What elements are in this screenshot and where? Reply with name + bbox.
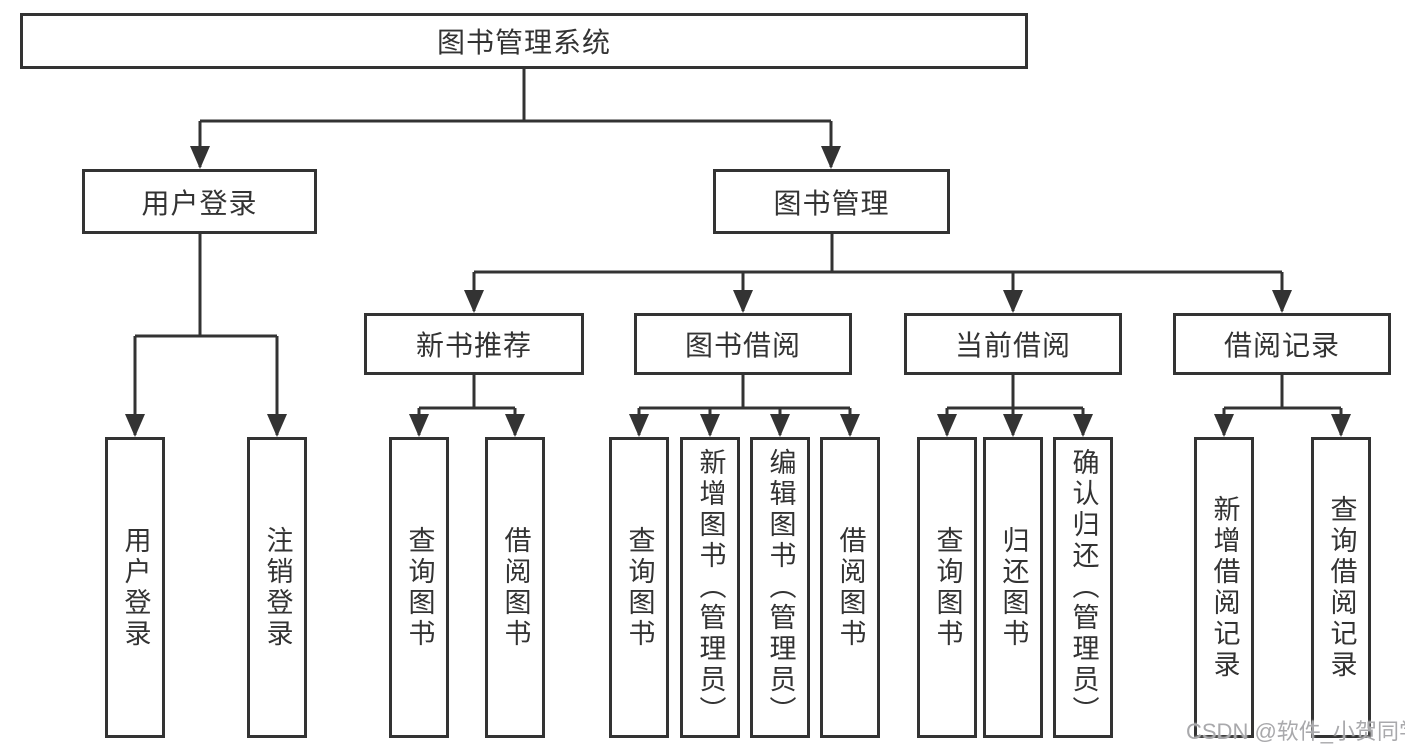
leaf-query-book-borrow: 查询图书 xyxy=(609,437,669,738)
arrowhead xyxy=(770,414,790,437)
leaf-logout-login: 注销登录 xyxy=(247,437,307,738)
arrowhead xyxy=(733,290,753,313)
arrowhead xyxy=(125,414,145,437)
leaf-edit-book-admin: 编辑图书（管理员） xyxy=(750,437,810,738)
leaf-query-borrow-record: 查询借阅记录 xyxy=(1311,437,1371,738)
node-library-management-system: 图书管理系统 xyxy=(20,13,1028,69)
arrowhead xyxy=(464,290,484,313)
node-book-borrow: 图书借阅 xyxy=(634,313,852,375)
node-book-management: 图书管理 xyxy=(713,169,950,234)
arrowhead xyxy=(1073,414,1093,437)
arrowhead xyxy=(937,414,957,437)
arrowhead xyxy=(700,414,720,437)
node-new-book-recommend: 新书推荐 xyxy=(364,313,584,375)
leaf-query-book-current: 查询图书 xyxy=(917,437,977,738)
node-current-borrow: 当前借阅 xyxy=(904,313,1122,375)
arrowhead xyxy=(1331,414,1351,437)
arrowhead xyxy=(267,414,287,437)
arrowhead xyxy=(629,414,649,437)
arrowhead xyxy=(1003,290,1023,313)
arrowhead xyxy=(821,146,841,169)
leaf-add-book-admin: 新增图书（管理员） xyxy=(680,437,740,738)
leaf-borrow-book: 借阅图书 xyxy=(820,437,880,738)
leaf-user-login: 用户登录 xyxy=(105,437,165,738)
arrowhead xyxy=(505,414,525,437)
arrowhead xyxy=(1272,290,1292,313)
connector-path xyxy=(133,69,1343,435)
node-user-login: 用户登录 xyxy=(82,169,317,234)
arrowhead xyxy=(1003,414,1023,437)
leaf-return-book: 归还图书 xyxy=(983,437,1043,738)
arrowhead xyxy=(190,146,210,169)
node-borrow-record: 借阅记录 xyxy=(1173,313,1391,375)
arrowhead xyxy=(1214,414,1234,437)
arrowhead xyxy=(840,414,860,437)
leaf-add-borrow-record: 新增借阅记录 xyxy=(1194,437,1254,738)
leaf-query-book-newrec: 查询图书 xyxy=(389,437,449,738)
csdn-watermark: CSDN @软件_小贺同学 xyxy=(1186,719,1405,744)
leaf-confirm-return-admin: 确认归还（管理员） xyxy=(1053,437,1113,738)
leaf-borrow-book-newrec: 借阅图书 xyxy=(485,437,545,738)
arrowhead xyxy=(409,414,429,437)
